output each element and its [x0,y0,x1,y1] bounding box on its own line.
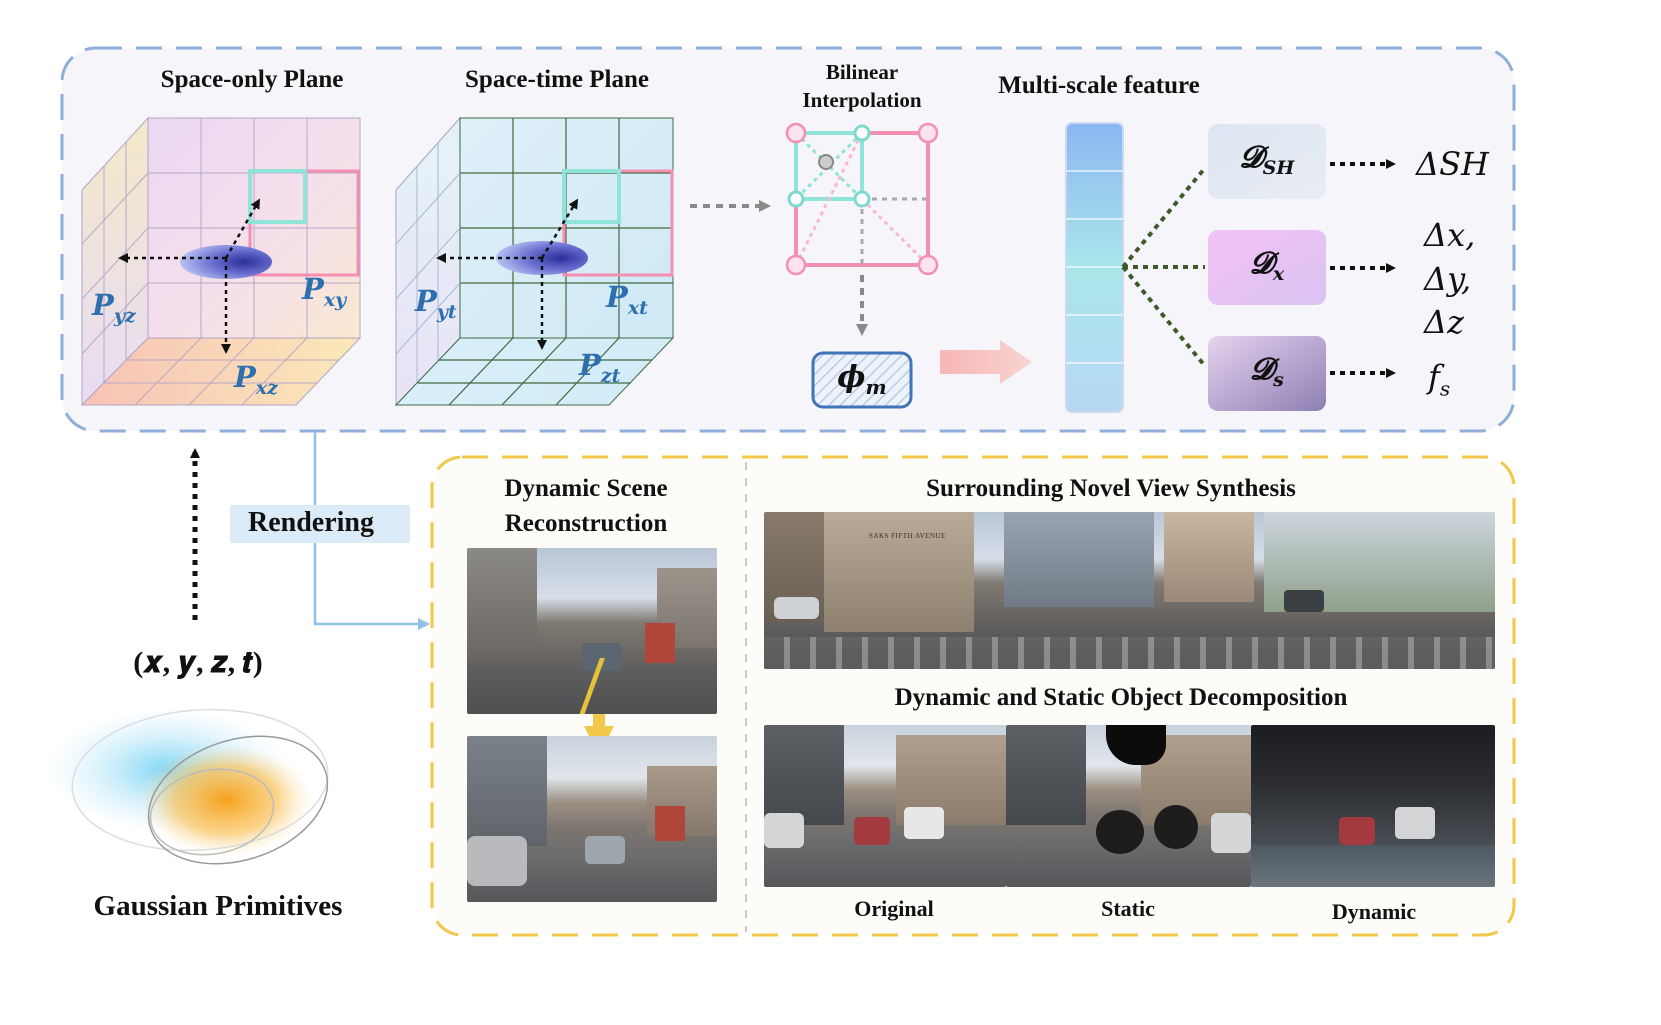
surround-title: Surrounding Novel View Synthesis [926,475,1296,502]
multiscale-feature-bar [1065,122,1124,413]
decomposition-static [1006,725,1251,887]
dynamic-scene-frame-1 [467,548,717,714]
decomposition-title: Dynamic and Static Object Decomposition [894,684,1348,711]
dynamic-title-line1: Dynamic Scene [504,475,668,502]
decomposition-dynamic [1251,725,1495,887]
space-only-title: Space-only Plane [160,66,344,93]
decoder-sh-box [1208,124,1326,199]
space-only-cube [80,116,362,407]
phi-m-label: ϕm [837,360,887,399]
decomp-label-dynamic: Dynamic [1331,899,1417,924]
gaussian-primitives-label: Gaussian Primitives [93,890,343,922]
multiscale-title: Multi-scale feature [998,72,1200,99]
decoder-x-box [1208,230,1326,305]
dynamic-title-line2: Reconstruction [504,510,668,537]
decoder-s-box [1208,336,1326,411]
label-p-xy: Pxy [302,272,347,311]
label-p-xt: Pxt [606,280,648,319]
rendering-connector [313,432,430,630]
space-time-cube [394,116,675,407]
label-p-xz: Pxz [234,360,278,399]
gaussian-primitives-illustration [48,708,329,865]
output-f-s: fs [1428,358,1451,401]
decoder-x-label: 𝓓x [1249,246,1285,285]
output-delta-sh: ΔSH [1416,145,1489,183]
decoder-output-arrows [1330,159,1396,378]
decoder-branches [1121,166,1207,368]
dynamic-scene-frame-2 [467,736,717,902]
bilinear-title-line1: Bilinear [825,60,899,84]
label-p-zt: Pzt [579,348,621,387]
coords-label: (𝒙, 𝒚, 𝒛, 𝒕) [133,646,263,679]
label-p-yz: Pyz [92,288,136,327]
decomposition-original [764,725,1006,887]
output-delta-y: Δy, [1424,260,1472,298]
decoder-sh-label: 𝓓SH [1239,140,1295,179]
rendering-label: Rendering [248,507,374,538]
rendering-label-bg [230,505,410,543]
decomp-label-original: Original [854,896,934,921]
space-time-title: Space-time Plane [465,66,649,93]
output-delta-z: Δz [1424,303,1464,341]
bilinear-title-line2: Interpolation [802,88,922,112]
bilinear-interpolation-diagram [785,122,939,336]
surround-view-panorama: SAKS FIFTH AVENUE [764,512,1495,669]
output-delta-x: Δx, [1424,216,1476,254]
store-sign: SAKS FIFTH AVENUE [869,532,946,540]
decoder-s-label: 𝓓s [1250,352,1284,391]
pink-arrow [940,340,1032,384]
decomp-label-static: Static [1101,896,1155,921]
label-p-yt: Pyt [415,284,457,323]
phi-m-box [811,351,913,409]
